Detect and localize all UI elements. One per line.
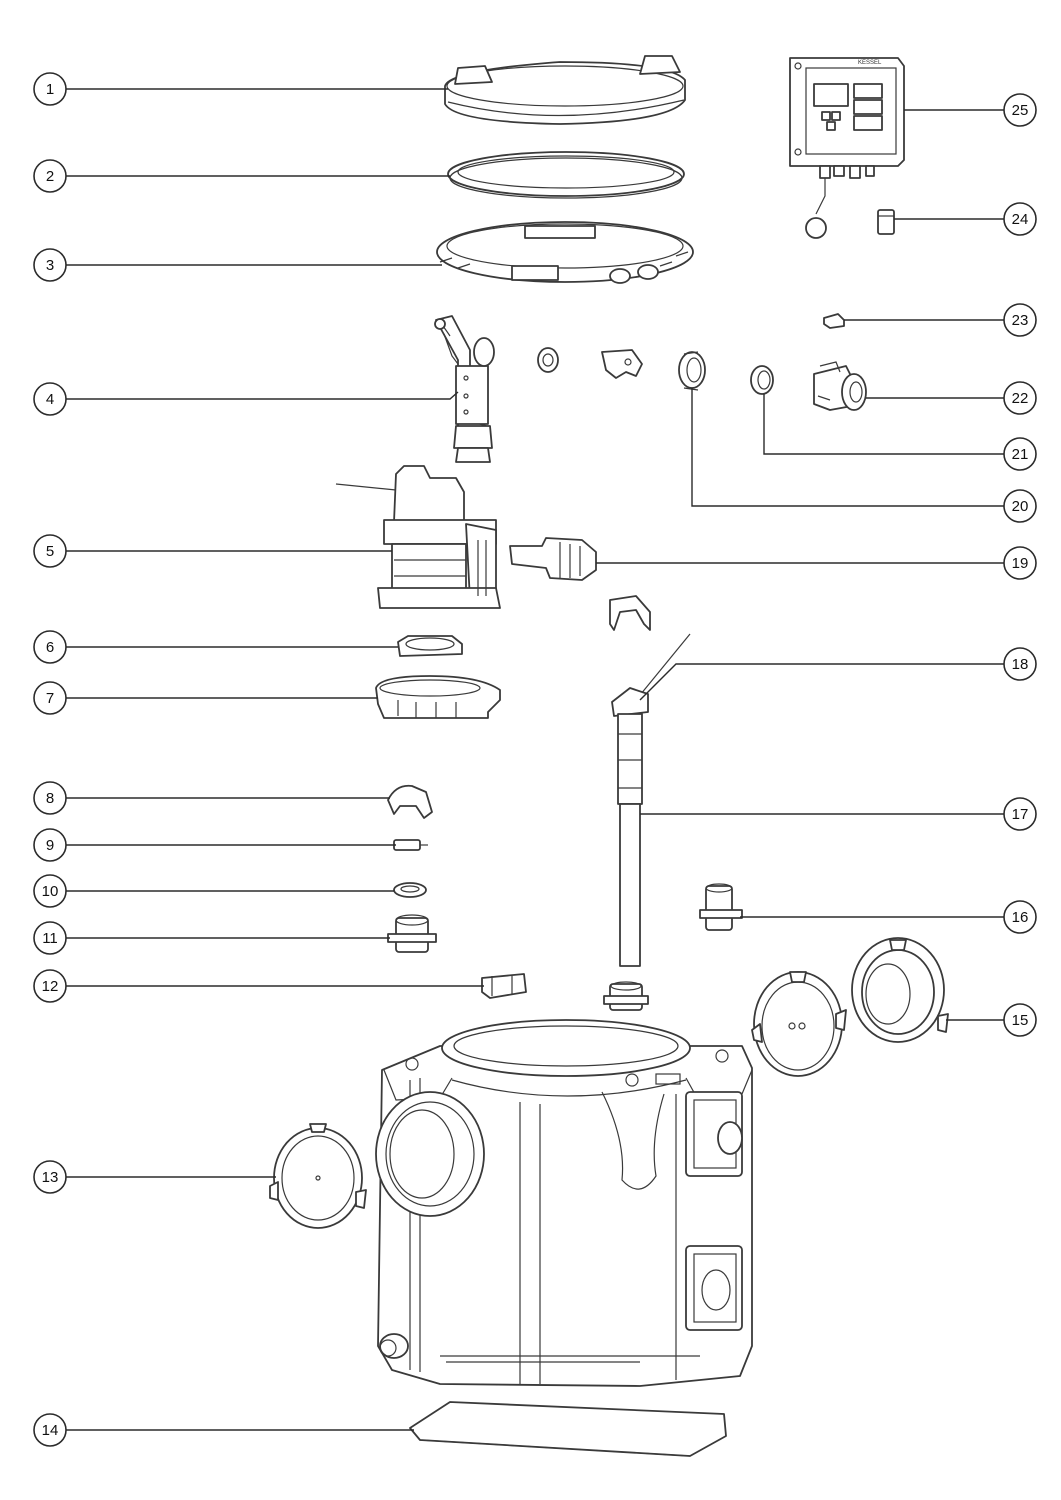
callout-5: 5 — [33, 534, 67, 568]
part-21-seal — [750, 365, 774, 395]
part-13-cover-flange — [269, 1123, 367, 1229]
callout-10: 10 — [33, 874, 67, 908]
callout-8: 8 — [33, 781, 67, 815]
callout-9: 9 — [33, 828, 67, 862]
part-20-flap-valve — [678, 351, 706, 391]
callout-19-label: 19 — [1012, 555, 1029, 572]
part-lid — [444, 55, 686, 125]
callout-15: 15 — [1003, 1003, 1037, 1037]
callout-11: 11 — [33, 921, 67, 955]
callout-3-label: 3 — [46, 257, 54, 274]
callout-13-label: 13 — [42, 1169, 59, 1186]
callouts: 1 2 3 4 5 6 7 8 9 10 11 12 13 14 15 16 1… — [33, 72, 1037, 1447]
callout-9-label: 9 — [46, 837, 54, 854]
callout-4-label: 4 — [46, 391, 54, 408]
callout-3: 3 — [33, 248, 67, 282]
callout-24-label: 24 — [1012, 211, 1029, 228]
callout-10-label: 10 — [42, 883, 59, 900]
callout-6-label: 6 — [46, 639, 54, 656]
part-12-clip — [481, 973, 527, 999]
part-6-ring — [397, 635, 463, 657]
callout-22-label: 22 — [1012, 390, 1029, 407]
controller-brand-label: KESSEL — [858, 60, 882, 66]
callout-5-label: 5 — [46, 543, 54, 560]
part-11-pipe-connector — [387, 914, 437, 953]
part-7-housing — [375, 675, 501, 719]
part-10-o-ring — [393, 882, 427, 898]
callout-7: 7 — [33, 681, 67, 715]
part-9-connector — [393, 839, 428, 851]
callout-16-label: 16 — [1012, 909, 1029, 926]
part-22-fitting — [813, 361, 867, 411]
part-23-connector — [823, 313, 845, 329]
callout-17: 17 — [1003, 797, 1037, 831]
part-5-pump — [335, 465, 501, 609]
part-15-flange-blind — [751, 971, 847, 1077]
callout-20-label: 20 — [1012, 498, 1029, 515]
part-14-base-plate — [409, 1401, 727, 1457]
leader-lines — [66, 88, 1004, 1431]
part-19-float-switch — [509, 537, 597, 581]
callout-23: 23 — [1003, 303, 1037, 337]
part-pipe-assembly — [434, 315, 495, 463]
callout-25: 25 — [1003, 93, 1037, 127]
callout-12: 12 — [33, 969, 67, 1003]
callout-18-label: 18 — [1012, 656, 1029, 673]
callout-18: 18 — [1003, 647, 1037, 681]
callout-7-label: 7 — [46, 690, 54, 707]
callout-14: 14 — [33, 1413, 67, 1447]
callout-1-label: 1 — [46, 81, 54, 98]
callout-1: 1 — [33, 72, 67, 106]
part-15-flange-open — [851, 937, 949, 1043]
part-25-controller: KESSEL — [789, 57, 905, 239]
callout-24: 24 — [1003, 202, 1037, 236]
part-ring-seal — [447, 151, 685, 199]
callout-25-label: 25 — [1012, 102, 1029, 119]
callout-2-label: 2 — [46, 168, 54, 185]
part-24-battery — [877, 209, 895, 235]
callout-21-label: 21 — [1012, 446, 1029, 463]
callout-4: 4 — [33, 382, 67, 416]
part-17-tube — [617, 713, 643, 967]
callout-20: 20 — [1003, 489, 1037, 523]
main-tank — [375, 1019, 753, 1387]
callout-21: 21 — [1003, 437, 1037, 471]
callout-16: 16 — [1003, 900, 1037, 934]
part-small-clip — [601, 349, 643, 379]
part-16-connector — [699, 883, 743, 931]
callout-15-label: 15 — [1012, 1012, 1029, 1029]
callout-22: 22 — [1003, 381, 1037, 415]
part-small-seal — [537, 347, 559, 373]
callout-14-label: 14 — [42, 1422, 59, 1439]
part-18-sensor — [609, 595, 691, 717]
callout-19: 19 — [1003, 546, 1037, 580]
part-8-clamp — [387, 784, 433, 819]
callout-8-label: 8 — [46, 790, 54, 807]
callout-11-label: 11 — [42, 930, 58, 947]
callout-12-label: 12 — [42, 978, 59, 995]
part-clamp-ring — [436, 221, 694, 284]
callout-13: 13 — [33, 1160, 67, 1194]
callout-2: 2 — [33, 159, 67, 193]
callout-6: 6 — [33, 630, 67, 664]
callout-23-label: 23 — [1012, 312, 1029, 329]
callout-17-label: 17 — [1012, 806, 1029, 823]
part-17-tube-connector — [603, 981, 649, 1011]
